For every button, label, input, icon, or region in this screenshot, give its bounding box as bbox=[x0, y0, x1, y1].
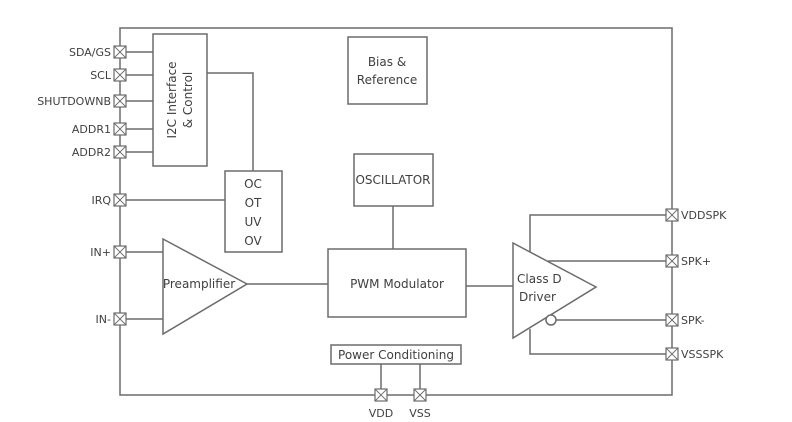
pin-shutdownb: SHUTDOWNB bbox=[37, 94, 127, 108]
pin-in-: IN+ bbox=[90, 245, 127, 259]
pwm-label: PWM Modulator bbox=[350, 277, 444, 291]
i2c-label: I2C Interface & Control bbox=[165, 61, 195, 138]
wire-vssspk bbox=[529, 329, 666, 355]
pin-label: VSS bbox=[409, 407, 431, 420]
bias-reference-block bbox=[347, 36, 428, 105]
pin-vddspk: VDDSPK bbox=[665, 208, 727, 222]
pin-label: IRQ bbox=[91, 194, 111, 207]
oscillator-label: OSCILLATOR bbox=[355, 173, 430, 187]
pin-sda-gs: SDA/GS bbox=[69, 45, 127, 59]
driver-label-line2: Driver bbox=[519, 290, 556, 304]
pin-label: VSSSPK bbox=[681, 348, 724, 361]
pin-label: IN+ bbox=[90, 246, 111, 259]
pin-label: SCL bbox=[90, 69, 112, 82]
pin-irq: IRQ bbox=[91, 193, 127, 207]
pin-label: ADDR2 bbox=[72, 146, 111, 159]
pin-cross bbox=[113, 45, 127, 59]
pin-cross bbox=[113, 94, 127, 108]
pin-label: SPK+ bbox=[681, 255, 711, 268]
pin-vssspk: VSSSPK bbox=[665, 347, 724, 361]
pin-label: SPK- bbox=[681, 314, 705, 327]
pin-addr2: ADDR2 bbox=[72, 145, 127, 159]
pin-scl: SCL bbox=[90, 68, 127, 82]
bias-label-line1: Bias & bbox=[368, 55, 406, 69]
pin-cross bbox=[665, 347, 679, 361]
bias-label-line2: Reference bbox=[357, 73, 417, 87]
pin-label: SDA/GS bbox=[69, 46, 111, 59]
pin-cross bbox=[374, 388, 388, 402]
pin-in-: IN- bbox=[96, 312, 127, 326]
pin-spk-: SPK+ bbox=[665, 254, 711, 268]
pin-cross bbox=[665, 254, 679, 268]
oscillator-block bbox=[353, 153, 434, 207]
pin-vss: VSS bbox=[409, 388, 431, 420]
pin-cross bbox=[113, 122, 127, 136]
fault-ov: OV bbox=[244, 234, 262, 248]
pin-addr1: ADDR1 bbox=[72, 122, 127, 136]
class-d-driver-block bbox=[512, 241, 598, 340]
fault-uv: UV bbox=[245, 215, 263, 229]
driver-label-line1: Class D bbox=[517, 272, 562, 286]
pin-label: IN- bbox=[96, 313, 111, 326]
i2c-label-line2: & Control bbox=[181, 72, 195, 129]
pin-cross bbox=[113, 68, 127, 82]
pin-label: SHUTDOWNB bbox=[37, 95, 111, 108]
pin-cross bbox=[113, 312, 127, 326]
wire-vddspk bbox=[529, 214, 666, 252]
pin-cross bbox=[665, 313, 679, 327]
fault-block bbox=[224, 170, 283, 253]
i2c-label-line1: I2C Interface bbox=[165, 61, 179, 138]
pin-cross bbox=[113, 245, 127, 259]
fault-ot: OT bbox=[245, 196, 262, 210]
pin-cross bbox=[113, 193, 127, 207]
i2c-interface-block bbox=[152, 33, 208, 167]
pin-cross bbox=[113, 145, 127, 159]
pin-spk-: SPK- bbox=[665, 313, 705, 327]
fault-oc: OC bbox=[244, 177, 262, 191]
pin-label: VDDSPK bbox=[681, 209, 727, 222]
preamp-label: Preamplifier bbox=[163, 277, 235, 291]
pin-cross bbox=[413, 388, 427, 402]
power-label: Power Conditioning bbox=[338, 348, 454, 362]
inverting-bubble bbox=[545, 314, 557, 326]
wire-i2c-fault bbox=[207, 72, 254, 171]
pin-cross bbox=[665, 208, 679, 222]
preamplifier-block bbox=[162, 237, 249, 336]
pin-label: VDD bbox=[369, 407, 393, 420]
pin-vdd: VDD bbox=[369, 388, 393, 420]
pin-label: ADDR1 bbox=[72, 123, 111, 136]
pwm-modulator-block bbox=[327, 248, 467, 318]
power-conditioning-block bbox=[330, 344, 462, 365]
